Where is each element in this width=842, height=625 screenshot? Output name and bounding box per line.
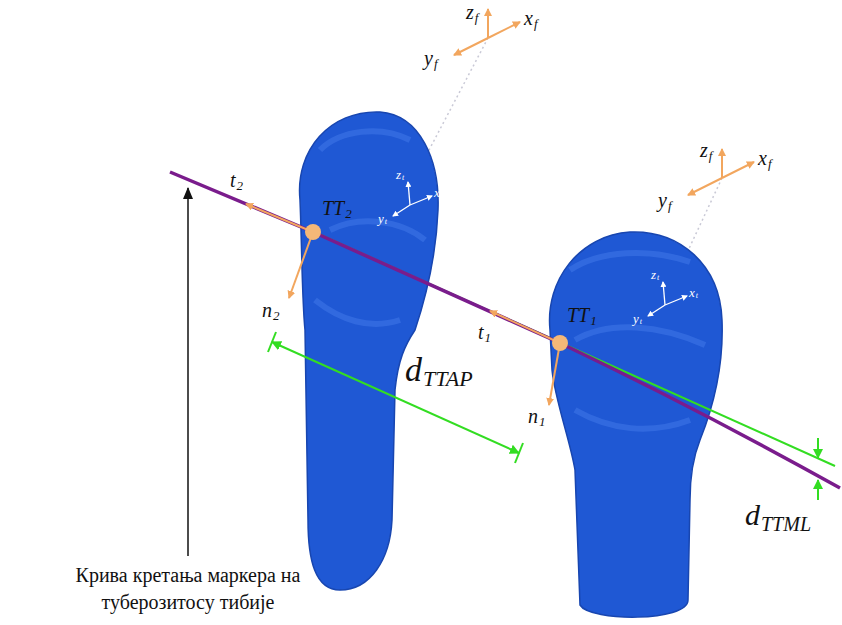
axis-label: x (434, 186, 440, 199)
vector-label: t (478, 322, 484, 342)
bone-shading (570, 253, 705, 429)
dimension-label: d (745, 500, 760, 530)
axis-label: x (689, 286, 695, 299)
axis-label: z (396, 168, 401, 181)
bone-shading (315, 131, 425, 324)
axis-label-subscript: f (475, 11, 479, 24)
point-label-subscript: 1 (590, 314, 597, 327)
axis-label-subscript: f (709, 149, 713, 162)
axis-label-subscript: t (402, 174, 404, 182)
marker-curve (170, 172, 840, 488)
axis-label-subscript: f (534, 17, 538, 30)
dimension-line (272, 342, 519, 453)
dimension-arrow (817, 480, 819, 500)
axis-label-subscript: t (657, 274, 659, 282)
tuberosity-point (305, 224, 321, 240)
vector-label: n (528, 406, 538, 426)
axis-label: x (758, 148, 767, 168)
axis-label: y (658, 190, 667, 210)
axis-label-subscript: t (385, 218, 387, 226)
vector-label: t (230, 170, 236, 190)
vector-label-subscript: 1 (539, 415, 546, 428)
axis-label: y (378, 212, 384, 225)
dimension-label-subscript: TTML (761, 514, 811, 534)
vector-label-subscript: 1 (485, 331, 492, 344)
axis-label-subscript: t (640, 318, 642, 326)
axis-label: z (466, 2, 474, 22)
axis-label: x (524, 8, 533, 28)
point-label: TT (322, 198, 344, 218)
tibia-bone (300, 112, 439, 590)
callout-caption: Крива кретања маркера на туберозитосу ти… (63, 562, 313, 616)
dimension-arrow (817, 438, 819, 458)
vector-label-subscript: 2 (237, 179, 244, 192)
tibia-bone (550, 232, 723, 617)
axis-label: y (424, 48, 433, 68)
axis-label: z (700, 140, 708, 160)
vector-label: n (262, 300, 272, 320)
axis-label: z (651, 268, 656, 281)
axis-label-subscript: f (768, 157, 772, 170)
axis-label-subscript: f (668, 199, 672, 212)
axis-label-subscript: f (434, 57, 438, 70)
dimension-label: d (405, 353, 422, 387)
tuberosity-point (552, 335, 568, 351)
point-label-subscript: 2 (345, 207, 352, 220)
point-label: TT (567, 305, 589, 325)
axis-label-subscript: t (696, 292, 698, 300)
axis-label: y (633, 312, 639, 325)
axis-label-subscript: t (441, 192, 443, 200)
vector-label-subscript: 2 (273, 309, 280, 322)
dimension-label-subscript: TTAP (423, 368, 473, 390)
callout-arrow (187, 188, 189, 556)
